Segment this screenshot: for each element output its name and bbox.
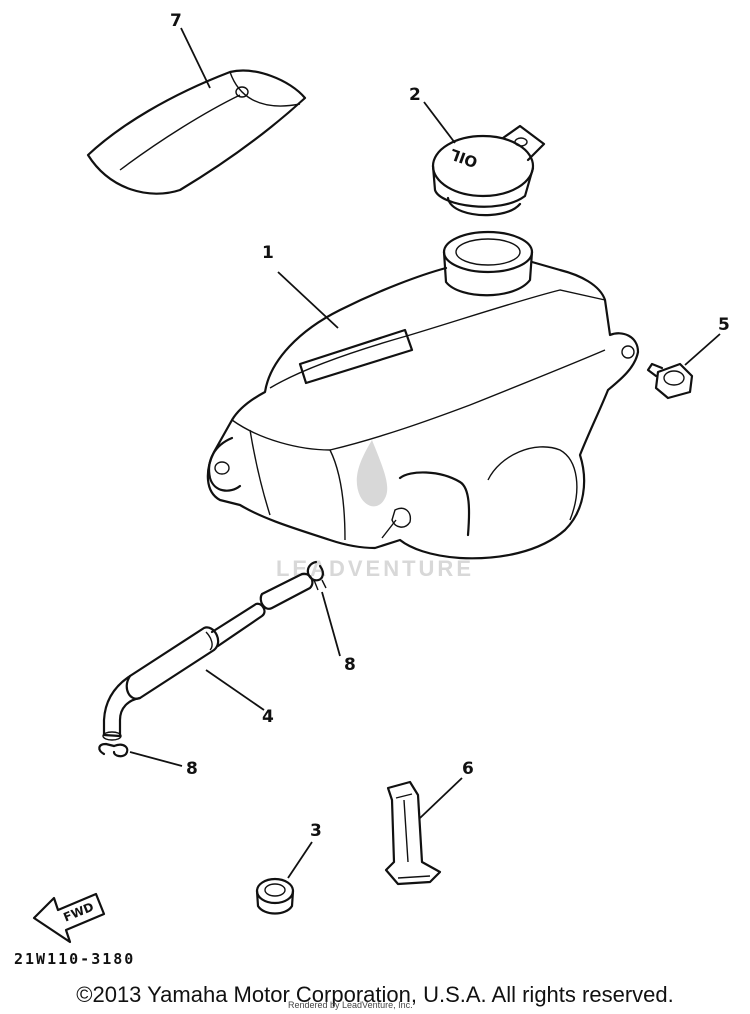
callout-2: 2 xyxy=(409,85,421,105)
cap-label: OIL xyxy=(447,145,480,172)
watermark: LEADVENTURE xyxy=(276,440,474,581)
watermark-text: LEADVENTURE xyxy=(276,556,474,581)
part-5-bolt xyxy=(646,362,694,400)
callout-8-upper: 8 xyxy=(344,655,356,675)
part-1-oil-tank xyxy=(206,230,640,560)
watermark-flame-icon xyxy=(356,440,388,507)
part-6-bracket xyxy=(384,780,442,886)
copyright-notice: ©2013 Yamaha Motor Corporation, U.S.A. A… xyxy=(76,982,674,1007)
callout-6: 6 xyxy=(462,759,474,779)
callout-5: 5 xyxy=(718,315,730,335)
callout-3: 3 xyxy=(310,821,322,841)
figure-code: 21W110-3180 xyxy=(14,950,136,968)
part-2-oil-cap: OIL xyxy=(431,124,546,217)
fwd-arrow-icon: FWD xyxy=(32,892,106,944)
rendered-by-note: Rendered by LeadVenture, Inc. xyxy=(288,1000,413,1010)
part-8-clip-lower xyxy=(98,742,129,758)
callout-4: 4 xyxy=(262,707,274,727)
callout-7: 7 xyxy=(170,11,182,31)
part-4-hose xyxy=(102,572,314,741)
part-3-grommet xyxy=(255,877,295,915)
part-8-clip-upper xyxy=(306,560,327,591)
part-7-pouch xyxy=(86,69,307,195)
callout-1: 1 xyxy=(262,243,274,263)
callout-8-lower: 8 xyxy=(186,759,198,779)
